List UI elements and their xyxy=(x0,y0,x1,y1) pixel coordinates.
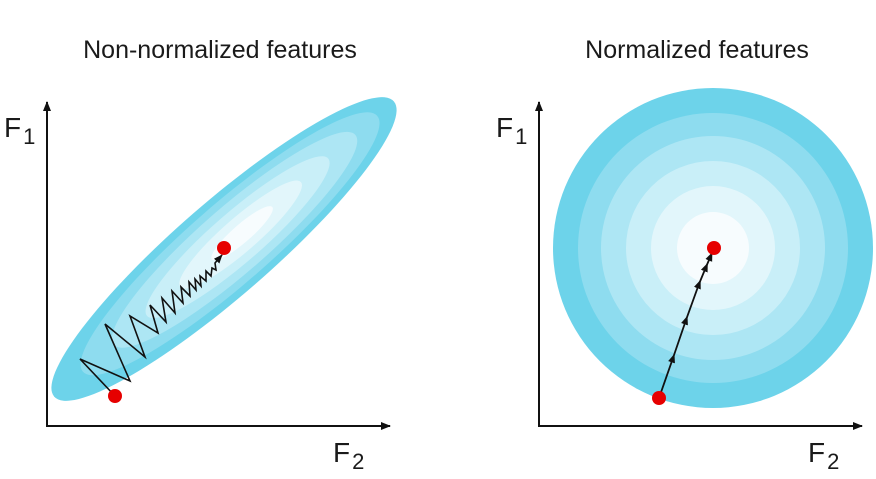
left-y-axis-label: F1 xyxy=(4,112,35,149)
right-panel-title: Normalized features xyxy=(585,36,809,64)
left-panel-title: Non-normalized features xyxy=(83,36,357,64)
right-start-point xyxy=(652,391,666,405)
left-start-point xyxy=(108,389,122,403)
left-zigzag-path xyxy=(79,254,223,397)
right-panel: Normalized features F1 F2 xyxy=(496,36,873,474)
right-y-axis-label: F1 xyxy=(496,112,527,149)
left-panel: Non-normalized features F1 F2 xyxy=(4,36,397,474)
right-minimum-point xyxy=(707,241,721,255)
right-x-axis-label: F2 xyxy=(808,437,839,474)
left-x-axis-label: F2 xyxy=(333,437,364,474)
right-direct-path xyxy=(658,252,713,399)
left-minimum-point xyxy=(217,241,231,255)
